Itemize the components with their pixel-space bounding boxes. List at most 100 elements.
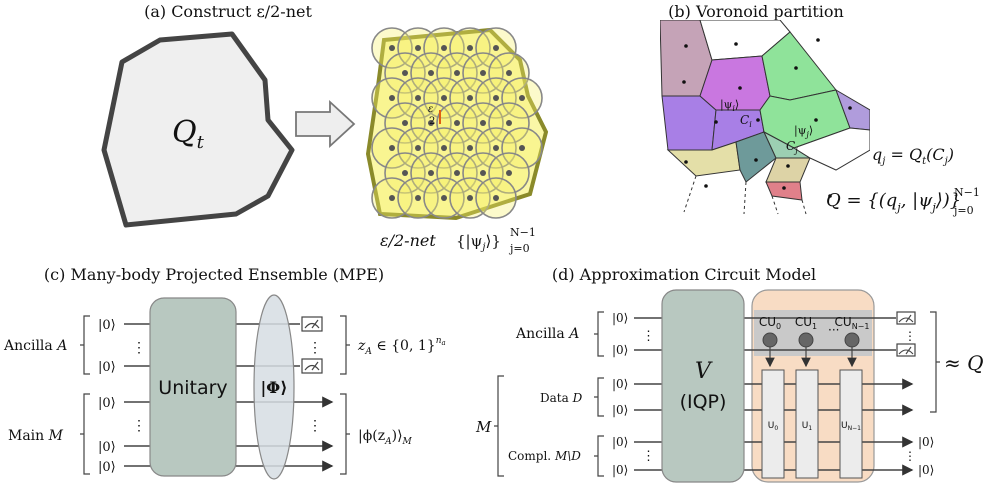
net-center (519, 95, 525, 101)
panel-c: (c) Many-body Projected Ensemble (MPE) |… (3, 265, 446, 480)
qj-equation: qj = Qt(Cj) (872, 145, 954, 167)
net-center (402, 70, 408, 76)
m-label: M (475, 418, 492, 436)
cell-i-label: Ci (740, 113, 752, 129)
net-label: ε/2-net (380, 231, 436, 250)
outcome-brace (340, 315, 350, 375)
voronoi-seed (816, 38, 820, 42)
voronoi-seed (794, 66, 798, 70)
net-center (415, 95, 421, 101)
voronoi-seed (734, 42, 738, 46)
region-qt (101, 31, 295, 228)
u-label: U0 (768, 421, 779, 432)
vdots: ⋮ (642, 449, 655, 464)
net-center (441, 195, 447, 201)
iqp-label: (IQP) (680, 391, 727, 413)
voronoi-diagram (660, 20, 870, 201)
net-center (415, 45, 421, 51)
ket-zero: |0⟩ (612, 377, 628, 391)
construct-arrow (295, 99, 356, 149)
conditional-state-label: |ϕ(zA)⟩M (358, 428, 413, 447)
net-center (428, 170, 434, 176)
phi-state (253, 294, 295, 480)
approx-kets: |0⟩ |0⟩ |0⟩ |0⟩ |0⟩ |0⟩ ⋮ ⋮ (612, 311, 655, 477)
u-label: UN−1 (841, 421, 861, 432)
voronoi-seed (754, 158, 758, 162)
ancilla-label: Ancilla A (3, 338, 67, 354)
vdots: ⋮ (132, 340, 146, 356)
control-dot (762, 332, 778, 348)
states-lower: j=0 (508, 242, 530, 255)
voronoi-seed (756, 118, 760, 122)
u-block (795, 369, 819, 479)
v-iqp-box (661, 289, 745, 483)
voronoi-seed (714, 120, 718, 124)
net-center (389, 95, 395, 101)
panel-c-title: (c) Many-body Projected Ensemble (MPE) (44, 265, 384, 284)
cu-block: CU1 U1 (795, 315, 819, 479)
net-center (454, 120, 460, 126)
cu-block: CU0 U0 (759, 315, 785, 479)
q-ensemble-upper: N−1 (954, 186, 980, 199)
out-ket: |0⟩ (918, 435, 934, 449)
net-center (454, 170, 460, 176)
vdots: ⋮ (642, 329, 655, 344)
panel-a: (a) Construct ε/2-net Qt ε 2 ε/2-net {|ψ… (101, 2, 549, 255)
net-center (467, 95, 473, 101)
voronoi-cell (661, 95, 717, 151)
ket-zero: |0⟩ (612, 343, 628, 357)
voronoi-seed (814, 118, 818, 122)
q-ensemble-equation: Q = {(qj, |ψj⟩)} (826, 190, 961, 214)
data-label: Data D (540, 391, 583, 405)
cell-j-label: Cj (786, 139, 798, 155)
out-ket: |0⟩ (918, 463, 934, 477)
epsilon-net: ε 2 (365, 27, 549, 221)
voronoi-cell (666, 141, 741, 177)
compl-label: Compl. M\D (508, 449, 581, 463)
net-center (402, 170, 408, 176)
voronoi-seed (684, 44, 688, 48)
net-center (428, 120, 434, 126)
net-center (441, 145, 447, 151)
voronoi-open-edges (683, 175, 807, 215)
approx-meters: ⋮ ⋮ (896, 311, 916, 463)
mpe-kets: |0⟩ |0⟩ |0⟩ |0⟩ |0⟩ ⋮ ⋮ (98, 318, 146, 475)
net-center (480, 70, 486, 76)
net-center (389, 145, 395, 151)
cu-label: CU1 (795, 315, 817, 331)
voronoi-seed (704, 184, 708, 188)
u-label: U1 (802, 421, 813, 432)
cu-block: CUN−1 UN−1 (835, 315, 869, 479)
ket-zero: |0⟩ (612, 435, 628, 449)
net-center (389, 45, 395, 51)
approx-brace (930, 311, 940, 413)
ket-zero: |0⟩ (98, 440, 116, 455)
panel-b: (b) Voronoid partition |ψi⟩ Ci |ψj⟩ (660, 2, 980, 217)
main-label: Main M (8, 428, 64, 444)
net-center (480, 120, 486, 126)
control-dot (798, 332, 814, 348)
voronoi-cell (765, 181, 803, 201)
panel-d: (d) Approximation Circuit Model |0⟩ |0⟩ … (475, 265, 984, 483)
states-upper: N−1 (510, 226, 536, 239)
voronoi-seed (828, 194, 832, 198)
net-center (454, 70, 460, 76)
net-center (506, 70, 512, 76)
ket-zero: |0⟩ (98, 396, 116, 411)
main-brace (80, 393, 90, 475)
controlled-unitaries: CU0 U0 CU1 U1 ··· CUN−1 UN−1 (759, 315, 869, 479)
voronoi-cell (835, 88, 870, 131)
ket-zero: |0⟩ (98, 318, 116, 333)
net-center (467, 45, 473, 51)
states-label: {|ψj⟩} (456, 232, 501, 253)
panel-b-title: (b) Voronoid partition (668, 2, 844, 21)
u-block (839, 369, 863, 479)
voronoi-seed (684, 160, 688, 164)
vdots: ⋮ (132, 418, 146, 434)
net-center (467, 195, 473, 201)
voronoi-cell (792, 127, 870, 171)
outcome-label: zA ∈ {0, 1}na (357, 336, 446, 357)
voronoi-seed (782, 186, 786, 190)
net-center (402, 120, 408, 126)
